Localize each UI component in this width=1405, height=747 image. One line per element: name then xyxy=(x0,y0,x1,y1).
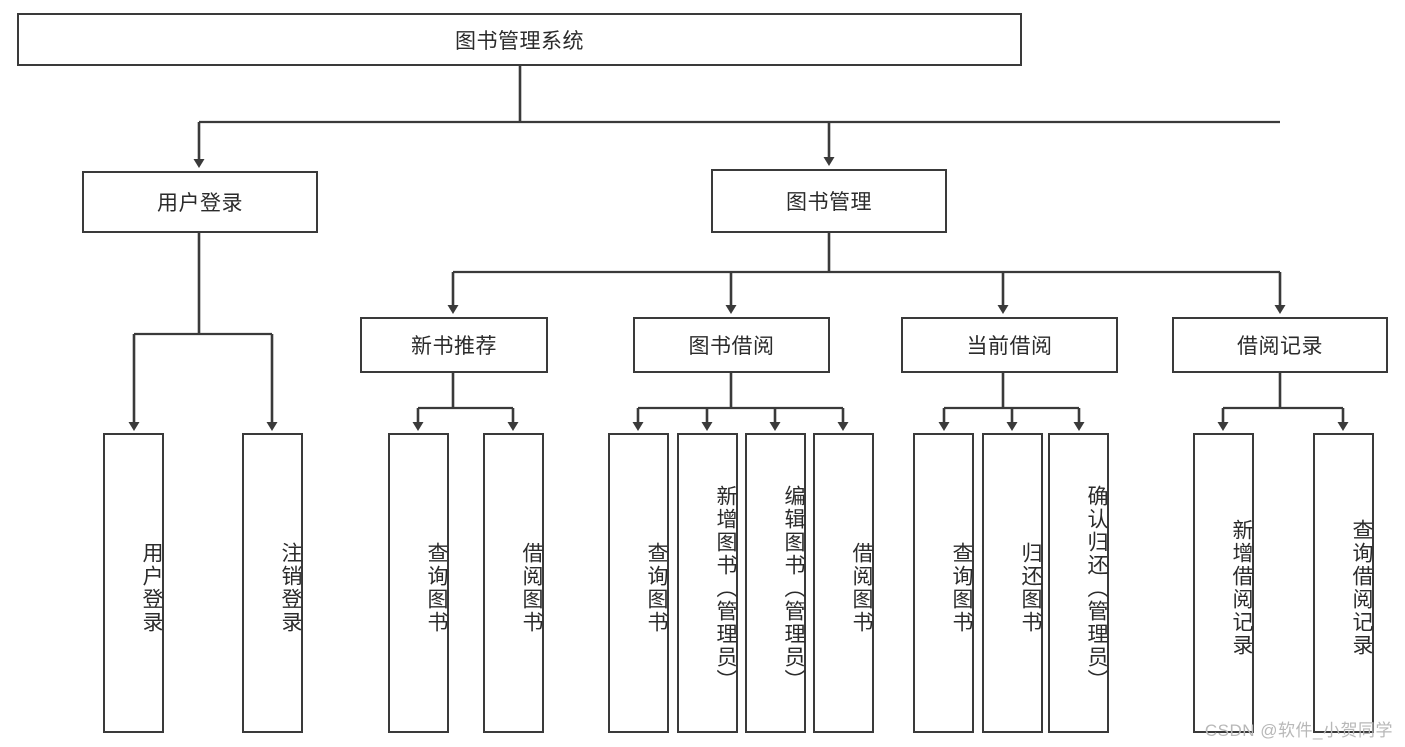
leaf-borrow-record-query[interactable]: 查询借阅记录 xyxy=(1313,433,1374,733)
node-root-book-management-system[interactable]: 图书管理系统 xyxy=(17,13,1022,66)
node-label: 图书借阅 xyxy=(688,335,775,358)
node-label: 归还图书 xyxy=(1019,542,1042,634)
node-label: 借阅记录 xyxy=(1237,335,1323,358)
node-label: 确认归还（管理员） xyxy=(1085,484,1108,692)
leaf-current-borrow-confirm-return[interactable]: 确认归还（管理员） xyxy=(1048,433,1109,733)
node-label: 借阅图书 xyxy=(850,542,873,634)
node-label: 图书管理 xyxy=(786,191,872,214)
leaf-borrow-record-add[interactable]: 新增借阅记录 xyxy=(1193,433,1254,733)
node-label: 注销登录 xyxy=(279,542,302,634)
node-label: 查询图书 xyxy=(645,542,668,634)
csdn-watermark: CSDN @软件_小贺同学 xyxy=(1204,721,1393,740)
leaf-user-login-login[interactable]: 用户登录 xyxy=(103,433,164,733)
node-label: 查询借阅记录 xyxy=(1350,519,1373,657)
node-label: 当前借阅 xyxy=(966,335,1053,358)
node-label: 图书管理系统 xyxy=(455,29,584,53)
node-label: 借阅图书 xyxy=(520,542,543,634)
leaf-new-book-query[interactable]: 查询图书 xyxy=(388,433,449,733)
node-label: 查询图书 xyxy=(950,542,973,634)
node-borrow-record[interactable]: 借阅记录 xyxy=(1172,317,1388,373)
node-label: 新增借阅记录 xyxy=(1230,519,1253,657)
node-book-management[interactable]: 图书管理 xyxy=(711,169,947,233)
node-label: 用户登录 xyxy=(140,542,163,634)
node-user-login[interactable]: 用户登录 xyxy=(82,171,318,233)
node-label: 用户登录 xyxy=(157,192,243,215)
node-label: 新增图书（管理员） xyxy=(714,484,737,692)
node-new-book-recommend[interactable]: 新书推荐 xyxy=(360,317,548,373)
leaf-current-borrow-return[interactable]: 归还图书 xyxy=(982,433,1043,733)
leaf-book-borrow-edit[interactable]: 编辑图书（管理员） xyxy=(745,433,806,733)
leaf-new-book-borrow[interactable]: 借阅图书 xyxy=(483,433,544,733)
leaf-book-borrow-query[interactable]: 查询图书 xyxy=(608,433,669,733)
node-label: 编辑图书（管理员） xyxy=(782,484,805,692)
leaf-book-borrow-borrow[interactable]: 借阅图书 xyxy=(813,433,874,733)
node-label: 查询图书 xyxy=(425,542,448,634)
node-label: 新书推荐 xyxy=(411,335,497,358)
node-book-borrow[interactable]: 图书借阅 xyxy=(633,317,830,373)
leaf-user-login-logout[interactable]: 注销登录 xyxy=(242,433,303,733)
leaf-current-borrow-query[interactable]: 查询图书 xyxy=(913,433,974,733)
leaf-book-borrow-add[interactable]: 新增图书（管理员） xyxy=(677,433,738,733)
node-current-borrow[interactable]: 当前借阅 xyxy=(901,317,1118,373)
